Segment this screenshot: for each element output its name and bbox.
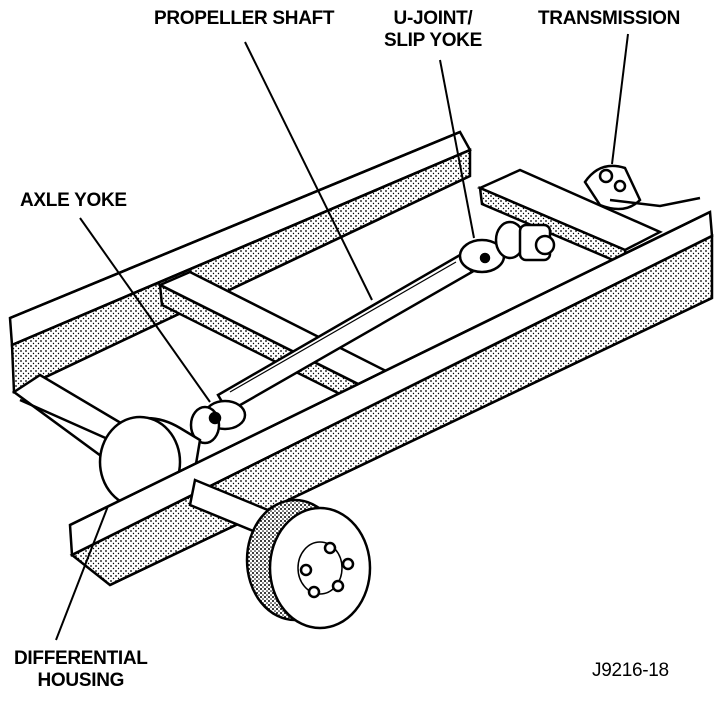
leader-propeller-shaft — [244, 41, 373, 301]
label-differential-housing: DIFFERENTIAL HOUSING — [14, 648, 148, 692]
leader-u-joint — [439, 59, 475, 239]
label-differential-line2: HOUSING — [37, 670, 125, 691]
transmission — [583, 164, 701, 211]
label-u-joint-slip-yoke: U-JOINT/ SLIP YOKE — [384, 8, 482, 52]
label-differential-line1: DIFFERENTIAL — [14, 648, 148, 669]
leader-differential — [55, 505, 109, 641]
axle-yoke — [189, 399, 247, 445]
label-transmission: TRANSMISSION — [538, 8, 681, 29]
figure-id: J9216-18 — [592, 660, 669, 681]
label-axle-yoke: AXLE YOKE — [20, 190, 127, 211]
leader-axle-yoke — [79, 217, 211, 403]
u-joint-slip-yoke — [458, 220, 556, 274]
label-propeller-shaft: PROPELLER SHAFT — [154, 8, 335, 29]
left-frame-rail — [8, 130, 472, 394]
leader-transmission — [611, 33, 629, 165]
brake-drum — [245, 498, 372, 630]
label-u-joint-line1: U-JOINT/ — [393, 8, 473, 29]
label-u-joint-line2: SLIP YOKE — [384, 30, 482, 51]
leader-lines — [55, 33, 629, 641]
